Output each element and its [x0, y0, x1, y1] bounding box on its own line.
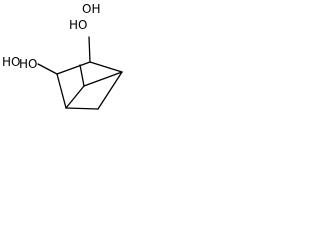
- label-ho-left-inner: HO: [19, 57, 37, 71]
- bond-c7-top: [88, 36, 91, 63]
- bond-left-to-ho: [37, 63, 58, 75]
- bond-c7-left: [56, 61, 91, 75]
- label-oh-top: OH: [82, 2, 100, 16]
- bond-lines: [37, 36, 123, 110]
- atom-labels: OH HO HO HO: [2, 2, 100, 71]
- bond-c4-c1: [65, 85, 85, 109]
- bond-c1-c2: [65, 107, 99, 110]
- molecule-structure-diagram: OH HO HO HO: [2, 2, 123, 110]
- bond-c3-c4: [83, 71, 123, 87]
- bond-c2-c3: [97, 71, 123, 110]
- bond-left-down: [56, 73, 67, 109]
- bond-c4-top: [79, 64, 85, 87]
- bond-c7-right: [89, 61, 123, 73]
- label-ho-upper: HO: [69, 18, 87, 32]
- label-ho-left-outer: HO: [2, 55, 20, 69]
